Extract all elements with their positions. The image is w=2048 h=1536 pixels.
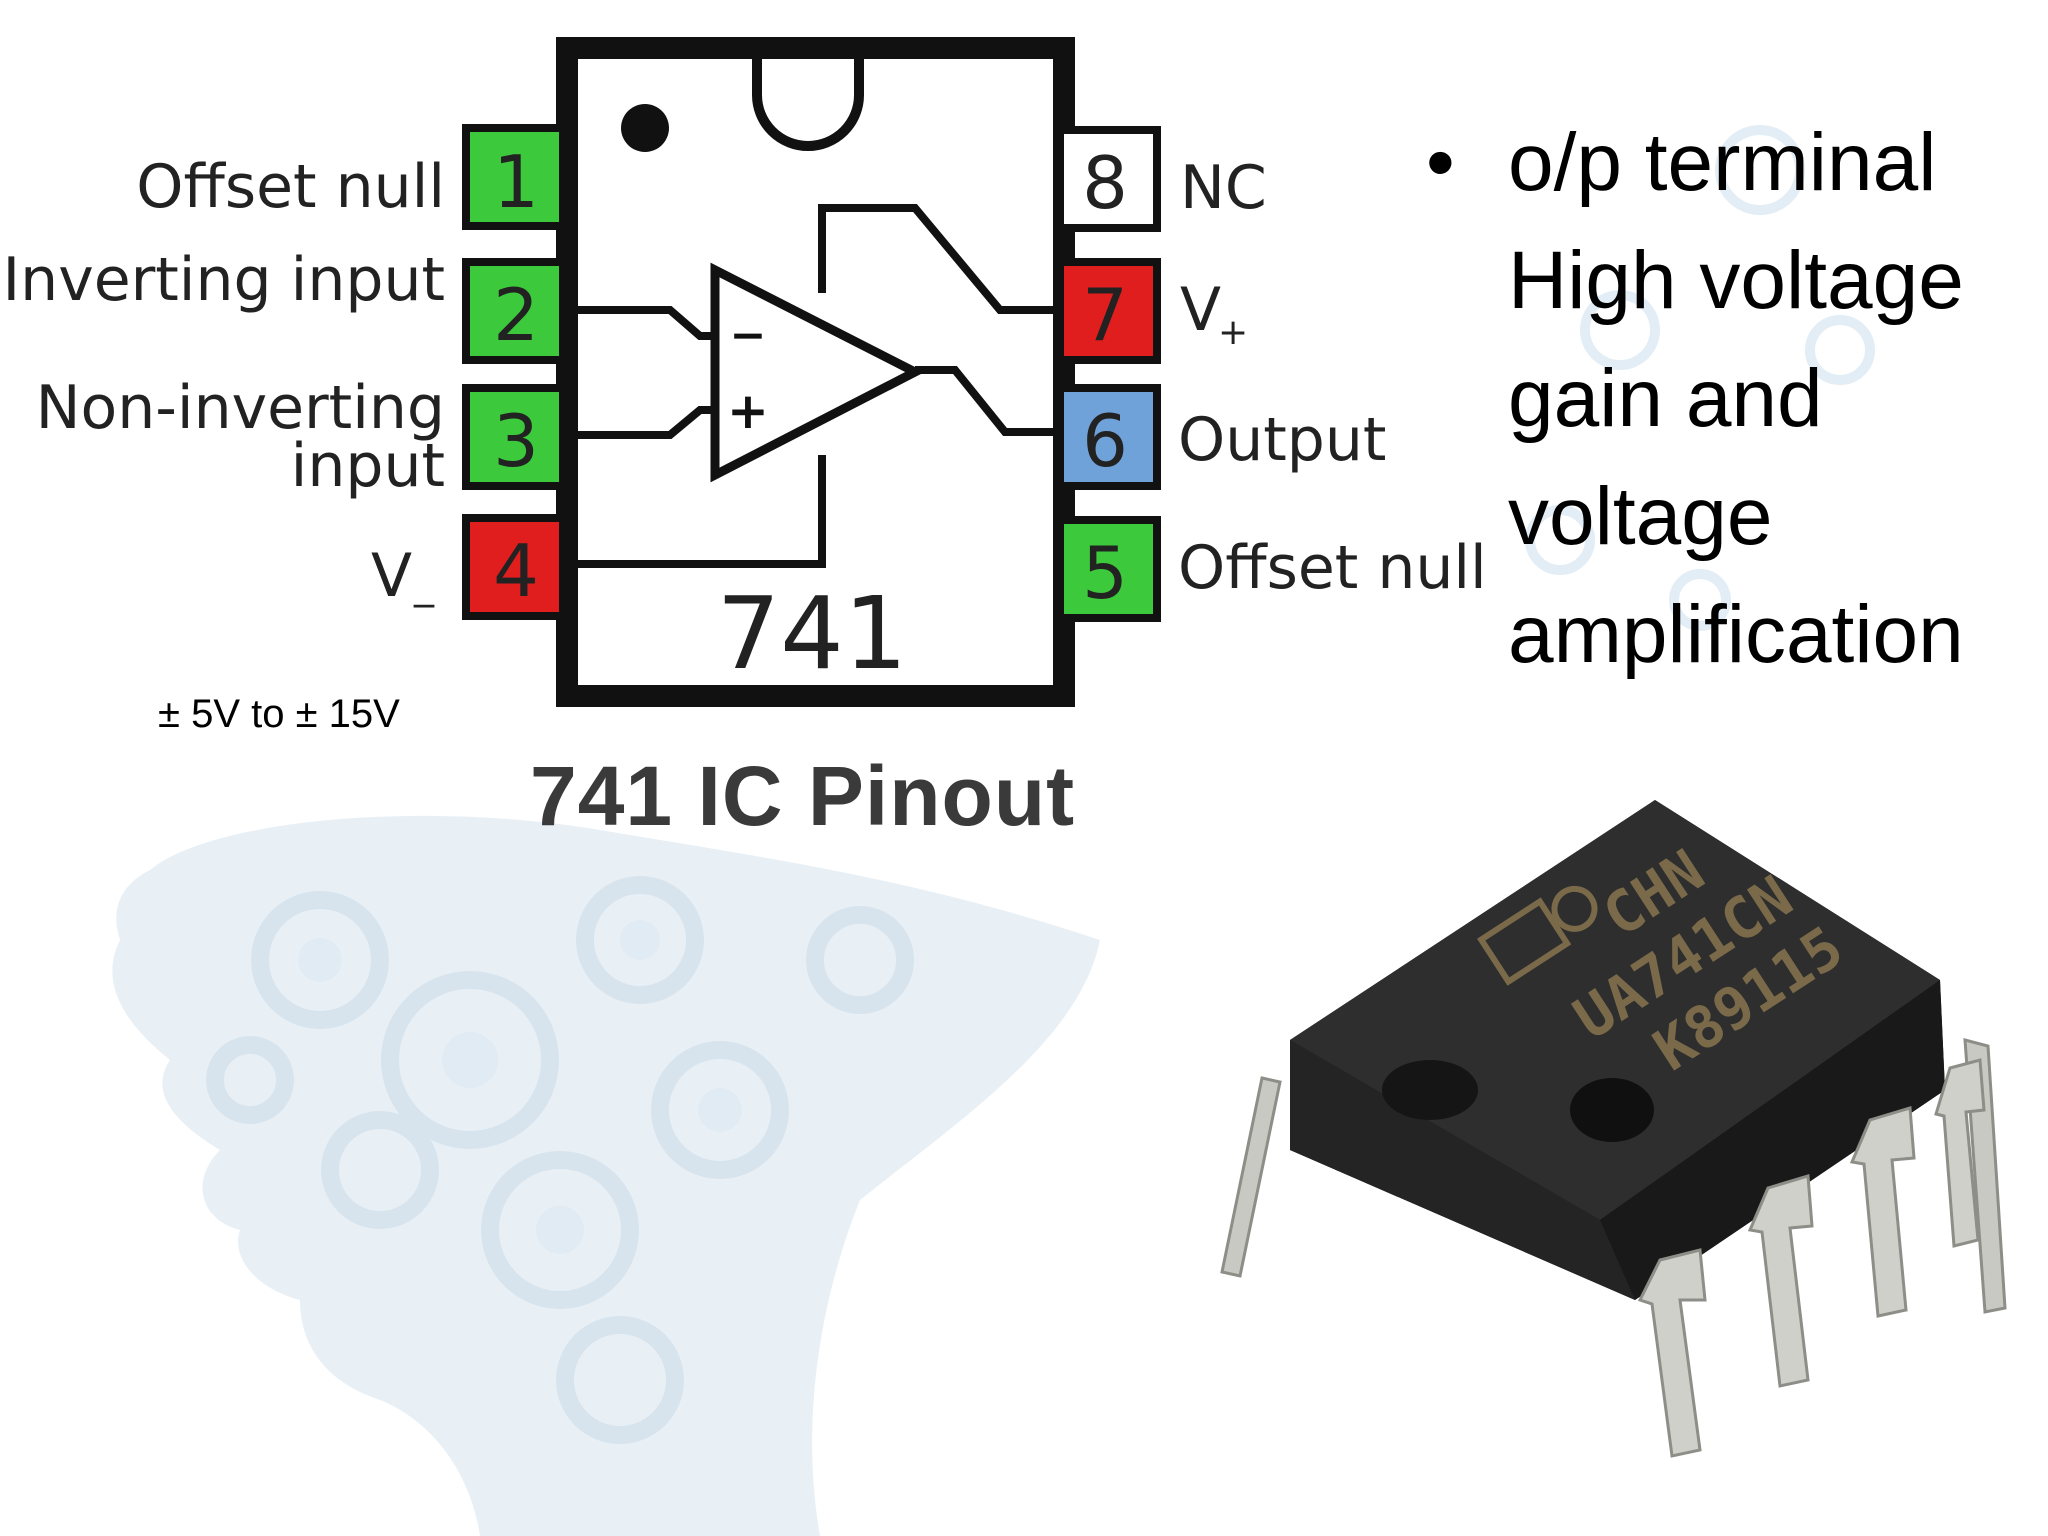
pin-7-subscript: + — [1218, 312, 1248, 353]
pin-5-label: Offset null — [1178, 533, 1487, 603]
opamp-minus-sign: − — [730, 310, 767, 361]
pin-6: 6 Output — [1056, 384, 1386, 490]
pin-5-number: 5 — [1082, 531, 1128, 615]
pin-8-number: 8 — [1082, 141, 1128, 225]
pinout-caption: 741 IC Pinout — [530, 749, 1076, 843]
opamp-wiring — [578, 204, 1055, 568]
pin-7-label: V — [1180, 275, 1221, 345]
pin-3-label-line2: input — [291, 431, 445, 501]
pin-2: 2 Inverting input — [2, 245, 567, 364]
ic-chip-photo: CHN UA741CN K89115 — [1220, 800, 2007, 1458]
opamp-plus-sign: + — [727, 382, 769, 440]
pin-4: 4 V _ — [371, 514, 567, 620]
background-gears-right — [1525, 125, 1875, 631]
pin-4-subscript: _ — [413, 562, 435, 608]
bullet-text: o/p terminal High voltage gain and volta… — [1508, 104, 2028, 694]
supply-range-note: ± 5V to ± 15V — [158, 692, 400, 736]
pin-7-number: 7 — [1082, 273, 1128, 357]
pin-3: 3 Non-inverting input — [36, 373, 567, 501]
pin-1-number: 1 — [493, 140, 539, 224]
pin-3-label-line1: Non-inverting — [36, 373, 445, 443]
pin-4-label: V — [371, 541, 412, 611]
bullet-line: gain and — [1508, 353, 1823, 444]
pin-8-label: NC — [1180, 153, 1267, 223]
pin-1-label: Offset null — [136, 152, 445, 222]
bullet-line: voltage — [1508, 471, 1773, 562]
pin-6-label: Output — [1178, 405, 1386, 475]
pin-4-number: 4 — [493, 529, 539, 613]
pin-3-number: 3 — [493, 399, 539, 483]
pin1-dot-marker — [621, 104, 669, 152]
bullet-symbol: • — [1426, 117, 1455, 208]
pin-2-number: 2 — [493, 273, 539, 357]
bullet-line: amplification — [1508, 589, 1964, 680]
pin-2-label: Inverting input — [2, 245, 445, 315]
pin-5: 5 Offset null — [1056, 516, 1487, 622]
pin-6-number: 6 — [1082, 399, 1128, 483]
pin-8: 8 NC — [1056, 126, 1267, 232]
st-logo-icon — [1477, 885, 1598, 986]
pin-7: 7 V + — [1056, 258, 1248, 364]
bullet-line: High voltage — [1508, 235, 1964, 326]
bullet-line: o/p terminal — [1508, 117, 1937, 208]
chip-label: 741 — [717, 575, 908, 692]
gear-head-silhouette — [112, 815, 1100, 1536]
opamp-symbol: − + — [710, 262, 925, 483]
pin-1: 1 Offset null — [136, 124, 567, 230]
